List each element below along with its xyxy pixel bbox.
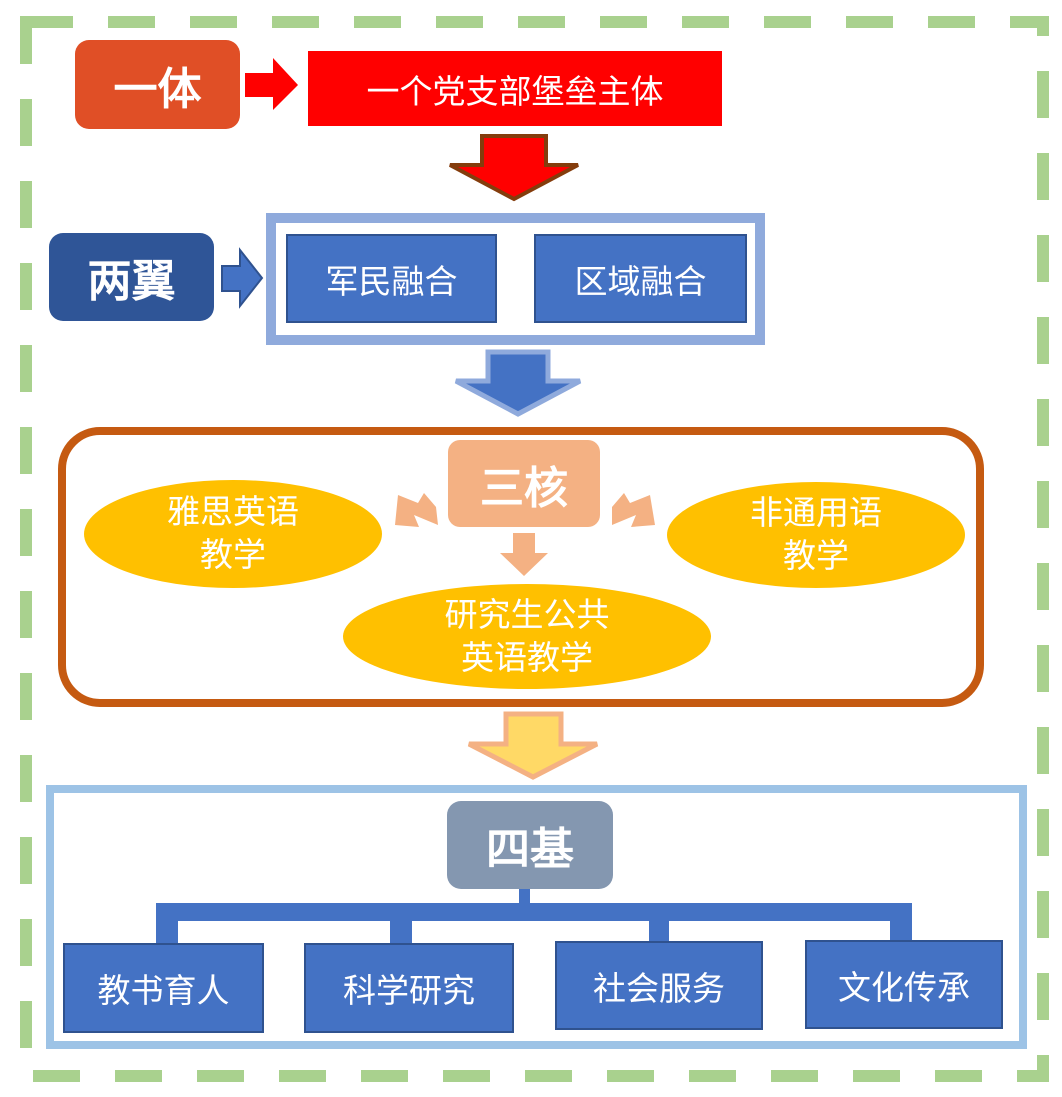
level4-label: 四基 — [447, 801, 613, 889]
item-line: 英语教学 — [461, 637, 593, 677]
item-line: 雅思英语 — [167, 492, 299, 532]
item-line: 教学 — [200, 535, 266, 574]
connector-branch — [890, 920, 912, 942]
level2-item: 区域融合 — [534, 234, 747, 323]
level2-right-arrow-icon — [221, 247, 264, 309]
level3-item-ielts: 雅思英语教学 — [84, 480, 382, 588]
level2-item: 军民融合 — [286, 234, 497, 323]
connector-branch — [390, 920, 412, 945]
connector-branch — [156, 920, 178, 945]
connector-branch — [649, 920, 669, 943]
down-arrow-1-icon — [449, 134, 579, 202]
level1-label: 一体 — [75, 40, 240, 129]
level2-label: 两翼 — [49, 233, 214, 321]
level4-item: 科学研究 — [304, 943, 514, 1033]
item-line: 研究生公共 — [444, 594, 610, 634]
level4-item: 教书育人 — [63, 943, 264, 1033]
level3-item-graduate: 研究生公共英语教学 — [343, 584, 711, 689]
connector-bar — [156, 903, 912, 921]
item-line: 非通用语 — [750, 493, 882, 533]
connector-trunk — [519, 889, 530, 904]
level3-item-nonlingua: 非通用语教学 — [667, 482, 965, 588]
down-arrow-3-icon — [467, 711, 599, 780]
down-arrow-2-icon — [454, 349, 582, 417]
level4-item: 文化传承 — [805, 940, 1003, 1029]
level4-item: 社会服务 — [555, 941, 763, 1030]
level3-label: 三核 — [448, 440, 600, 527]
level1-item: 一个党支部堡垒主体 — [308, 51, 722, 126]
level1-right-arrow-icon — [245, 58, 298, 110]
item-line: 教学 — [783, 536, 849, 575]
